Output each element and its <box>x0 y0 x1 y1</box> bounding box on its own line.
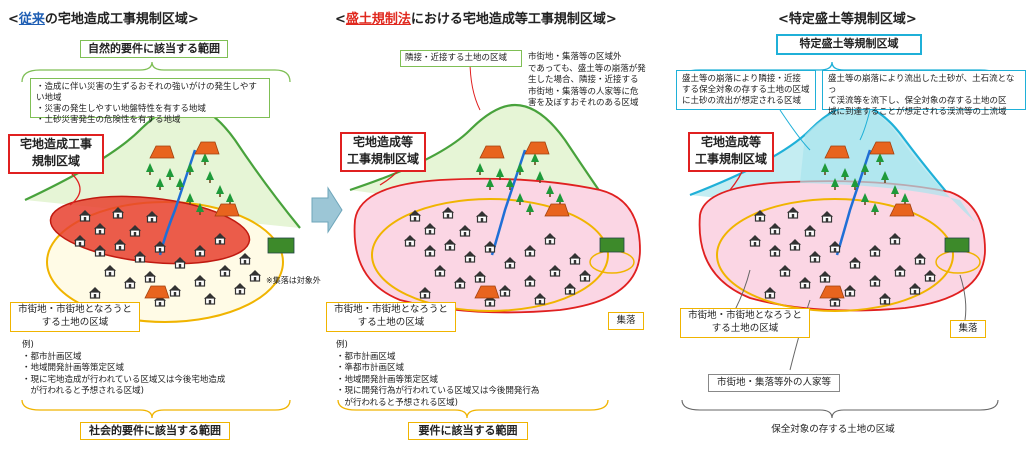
village-label-2: 集落 <box>608 312 644 330</box>
note-right-3: 盛土等の崩落により流出した土砂が、土石流となっ て渓流等を流下し、保全対象の存す… <box>822 70 1026 117</box>
urban-area-label-2: 市街地・市街地となろうと する土地の区域 <box>326 302 456 332</box>
regulated-zone-3 <box>698 180 986 312</box>
zone-label-2: 宅地造成等 工事規制区域 <box>340 132 426 172</box>
village-label-3: 集落 <box>950 320 986 338</box>
urban-area-label-1: 市街地・市街地となろうと する土地の区域 <box>10 302 140 332</box>
protected-area-label: 保全対象の存する土地の区域 <box>771 424 895 435</box>
note-left-3: 盛土等の崩落により隣接・近接 する保全対象の存する土地の区域 に土砂の流出が想定… <box>676 70 816 110</box>
requirement-label: 要件に該当する範囲 <box>408 422 528 440</box>
examples-2: 例) ・都市計画区域 ・準都市計画区域 ・地域開発計画等策定区域 ・現に開発行為… <box>336 340 540 408</box>
side-note-2: 市街地・集落等の区域外 であっても、盛土等の崩落が発 生した場合、隣接・近接する… <box>528 52 646 108</box>
natural-range-brace <box>21 61 291 83</box>
urban-area-2 <box>371 198 609 312</box>
panel1-title: <従来の宅地造成工事規制区域> <box>8 12 199 27</box>
panel2-title: <盛土規制法における宅地造成等工事規制区域> <box>335 12 617 27</box>
panel3-title: <特定盛土等規制区域> <box>778 12 917 27</box>
social-requirement-label: 社会的要件に該当する範囲 <box>80 422 230 440</box>
village-note: ※集落は対象外 <box>266 276 321 285</box>
outside-houses-label: 市街地・集落等外の人家等 <box>708 374 840 392</box>
natural-notes: ・造成に伴い災害の生ずるおそれの強いがけの発生しやすい地域 ・災害の発生しやすい… <box>30 78 270 125</box>
examples-1: 例) ・都市計画区域 ・地域開発計画等策定区域 ・現に宅地造成が行われている区域… <box>22 340 226 396</box>
farmland-1 <box>267 237 295 254</box>
urban-area-label-3: 市街地・市街地となろうと する土地の区域 <box>680 308 810 338</box>
adjacent-area-label: 隣接・近接する土地の区域 <box>400 50 522 67</box>
zone-label-3: 宅地造成等 工事規制区域 <box>688 132 774 172</box>
social-range-brace <box>21 399 291 419</box>
zone-label-1: 宅地造成工事 規制区域 <box>8 134 104 174</box>
natural-requirement-label: 自然的要件に該当する範囲 <box>80 40 228 58</box>
specified-fill-zone-label: 特定盛土等規制区域 <box>776 34 922 55</box>
transition-arrow <box>311 186 343 234</box>
